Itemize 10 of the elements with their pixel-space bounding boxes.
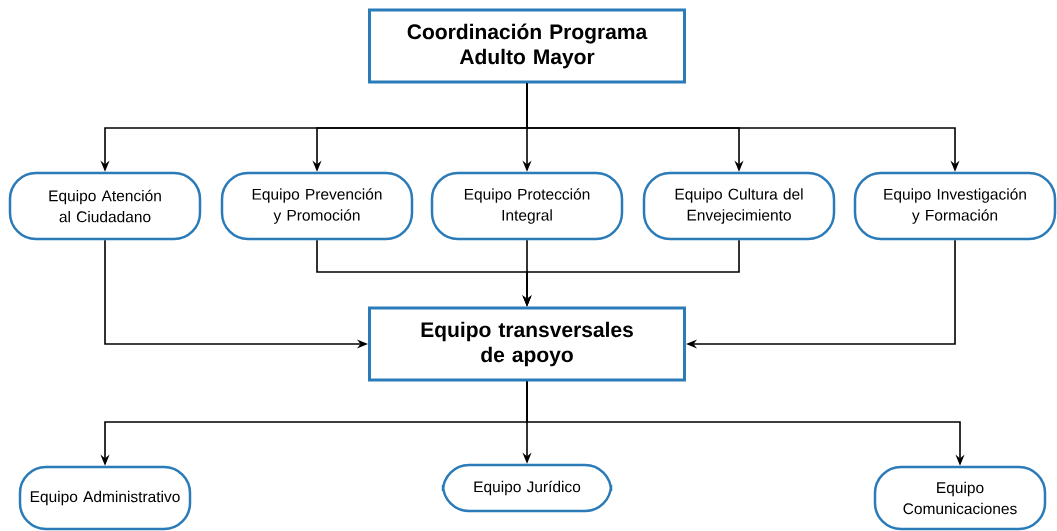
team-pill: Equipo Comunicaciones (873, 465, 1047, 531)
team-pill: Equipo Jurídico (441, 463, 613, 513)
title-box: Equipo transversales de apoyo (368, 306, 686, 382)
team-pill: Equipo Investigación y Formación (853, 171, 1057, 241)
team-pill: Equipo Protección Integral (430, 171, 624, 241)
team-pill: Equipo Prevención y Promoción (220, 171, 414, 241)
team-pill: Equipo Atención al Ciudadano (8, 171, 202, 241)
team-pill: Equipo Administrativo (18, 465, 192, 531)
team-pill: Equipo Cultura del Envejecimiento (642, 171, 836, 241)
title-box: Coordinación Programa Adulto Mayor (368, 8, 686, 84)
